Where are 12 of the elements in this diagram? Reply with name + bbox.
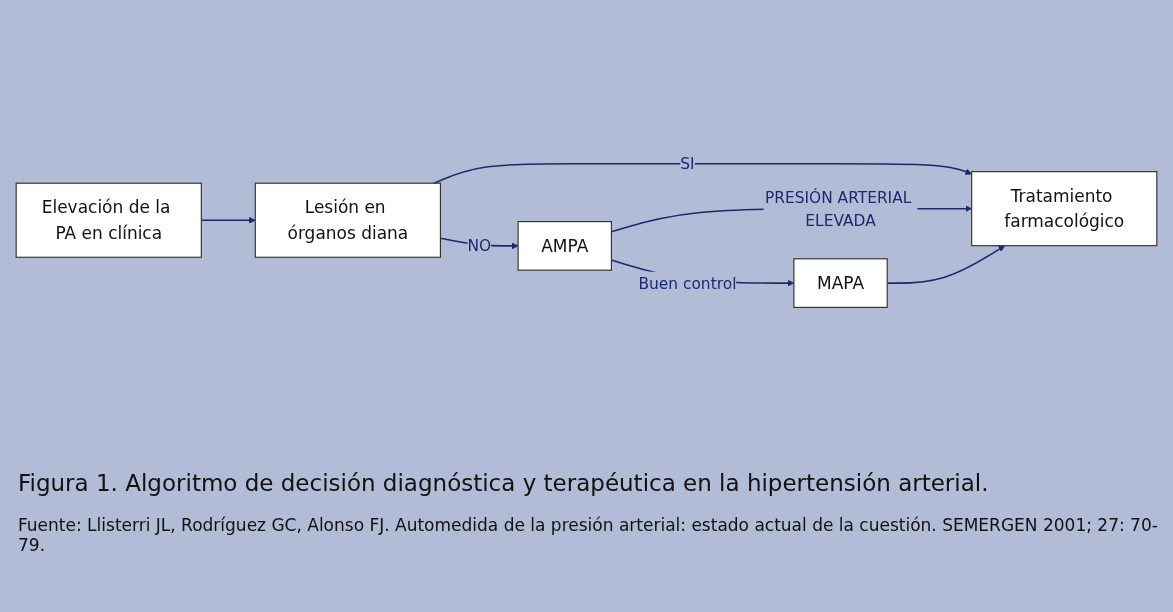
edge-label: Buen control xyxy=(638,274,737,293)
node-box: MAPA xyxy=(793,258,888,309)
node-box: AMPA xyxy=(517,221,612,271)
node-box: Elevación de la PA en clínica xyxy=(15,182,202,259)
source-note: Fuente: Llisterri JL, Rodríguez GC, Alonso FJ. Automedida de la presión arterial: estado actual de la cuestión. SEMERGEN 2001; 27: 70-79. xyxy=(18,515,1158,555)
figure-caption: Figura 1. Algoritmo de decisión diagnóstica y terapéutica en la hipertensión arterial. xyxy=(18,470,990,496)
node-box: Tratamiento farmacológico xyxy=(971,171,1158,247)
node-box: Lesión en órganos diana xyxy=(254,182,441,259)
edge-label: PRESIÓN ARTERIAL ELEVADA xyxy=(764,188,912,230)
edge-label: SI xyxy=(680,154,695,174)
edge-label: NO xyxy=(467,236,492,256)
arrow xyxy=(433,163,972,185)
